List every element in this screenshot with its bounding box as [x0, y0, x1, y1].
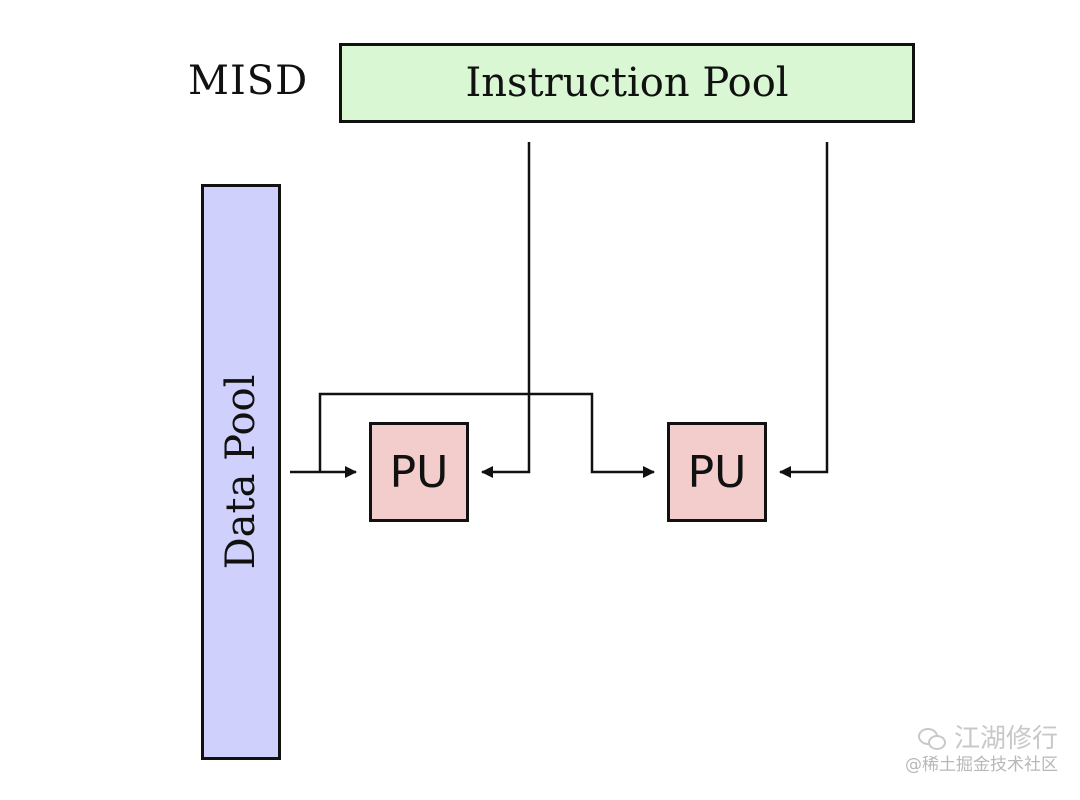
- processing-unit-1: PU: [369, 422, 469, 522]
- instruction-pool-box: Instruction Pool: [339, 43, 915, 123]
- watermark: 江湖修行 @稀土掘金技术社区: [905, 724, 1058, 776]
- data-to-pu2-arrow: [318, 392, 655, 478]
- instruction-pool-label: Instruction Pool: [465, 60, 789, 106]
- watermark-account-name: 江湖修行: [953, 724, 1058, 754]
- processing-unit-1-label: PU: [389, 446, 449, 498]
- architecture-label: MISD: [188, 58, 309, 104]
- wechat-icon: [917, 728, 946, 750]
- watermark-title-row: 江湖修行: [905, 724, 1058, 754]
- processing-unit-2: PU: [667, 422, 767, 522]
- data-pool-box: Data Pool: [201, 184, 281, 760]
- watermark-source: @稀土掘金技术社区: [905, 755, 1058, 775]
- processing-unit-2-label: PU: [687, 446, 747, 498]
- instruction-to-pu2-arrow: [779, 142, 829, 478]
- instruction-to-pu1-arrow: [481, 142, 531, 478]
